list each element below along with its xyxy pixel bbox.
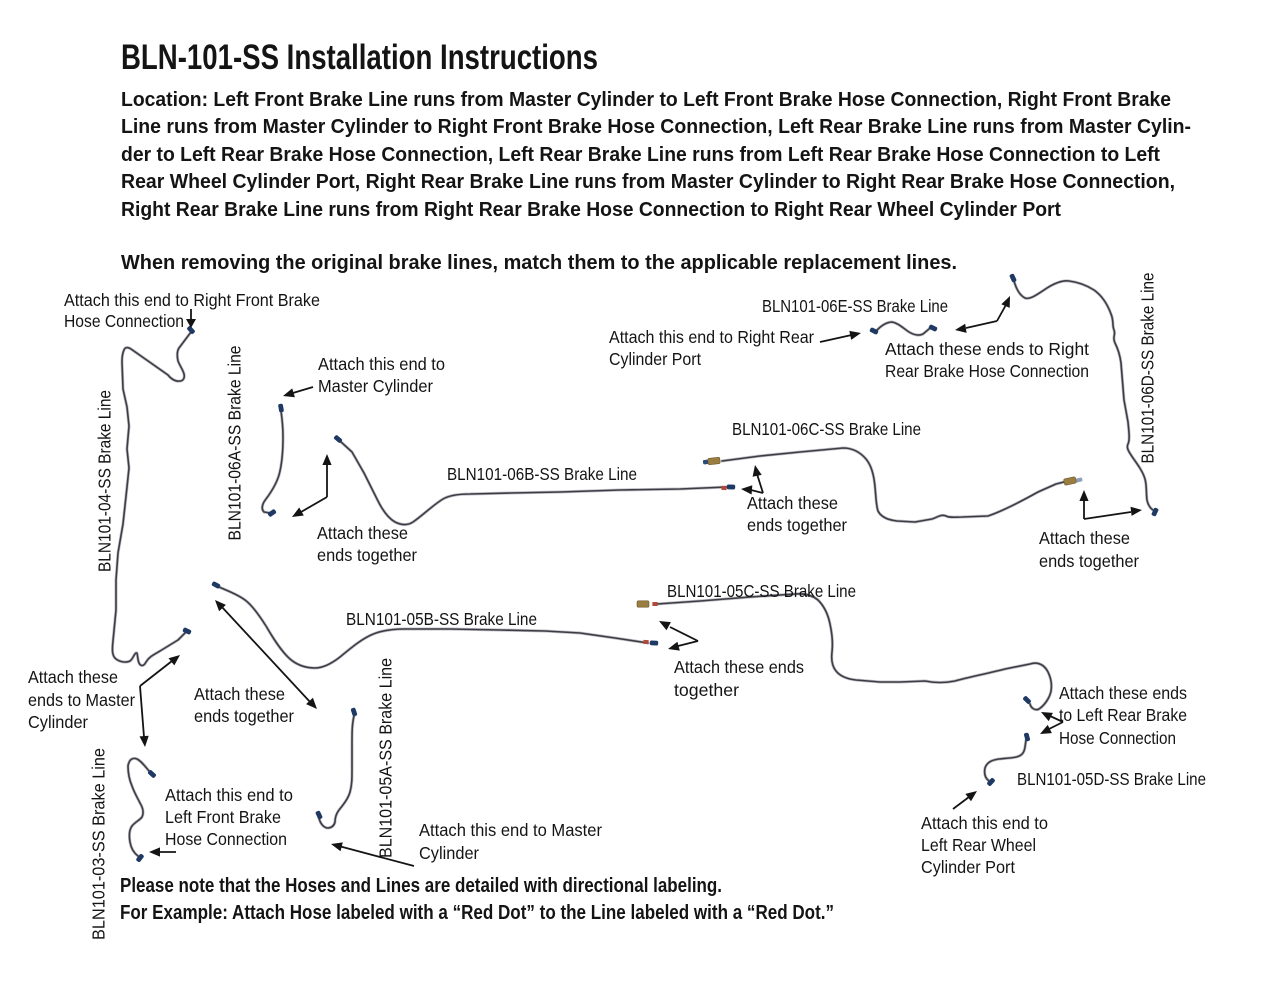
svg-text:ends together: ends together: [317, 545, 417, 565]
svg-text:Please note that the Hoses and: Please note that the Hoses and Lines are…: [120, 875, 722, 897]
svg-text:Hose Connection: Hose Connection: [165, 829, 287, 849]
svg-text:For Example: Attach Hose label: For Example: Attach Hose labeled with a …: [120, 902, 834, 924]
svg-text:Rear Brake Hose Connection: Rear Brake Hose Connection: [885, 361, 1089, 381]
svg-text:BLN101-05A-SS Brake Line: BLN101-05A-SS Brake Line: [376, 658, 396, 858]
svg-text:Line runs from Master Cylinder: Line runs from Master Cylinder to Right …: [121, 116, 1191, 138]
svg-text:ends to Master: ends to Master: [28, 690, 135, 710]
svg-text:Cylinder Port: Cylinder Port: [921, 857, 1015, 877]
svg-text:Attach this end to: Attach this end to: [318, 354, 445, 374]
svg-text:Attach these: Attach these: [1039, 528, 1130, 548]
svg-text:BLN101-06E-SS Brake Line: BLN101-06E-SS Brake Line: [762, 296, 948, 316]
svg-text:BLN101-03-SS Brake Line: BLN101-03-SS Brake Line: [89, 748, 109, 940]
svg-text:BLN101-05D-SS Brake Line: BLN101-05D-SS Brake Line: [1017, 769, 1206, 789]
svg-text:to Left Rear Brake: to Left Rear Brake: [1059, 705, 1187, 725]
svg-text:Cylinder: Cylinder: [419, 843, 479, 863]
svg-text:Right Rear Brake Line runs fro: Right Rear Brake Line runs from Right Re…: [121, 199, 1061, 221]
svg-text:Location: Left Front Brake Lin: Location: Left Front Brake Line runs fro…: [121, 89, 1171, 111]
svg-text:Attach this end to Master: Attach this end to Master: [419, 820, 602, 840]
svg-text:BLN101-05C-SS Brake Line: BLN101-05C-SS Brake Line: [667, 581, 856, 601]
svg-text:BLN101-05B-SS Brake Line: BLN101-05B-SS Brake Line: [346, 609, 537, 629]
svg-text:BLN101-06B-SS Brake Line: BLN101-06B-SS Brake Line: [447, 464, 637, 484]
svg-text:BLN101-06A-SS Brake Line: BLN101-06A-SS Brake Line: [225, 346, 245, 541]
svg-text:Attach these ends: Attach these ends: [674, 657, 804, 677]
svg-text:Left Rear Wheel: Left Rear Wheel: [921, 835, 1036, 855]
svg-text:Attach this end to: Attach this end to: [921, 813, 1048, 833]
svg-text:Attach these ends to Right: Attach these ends to Right: [885, 339, 1089, 359]
svg-text:Attach these ends: Attach these ends: [1059, 683, 1187, 703]
svg-text:Hose Connection: Hose Connection: [64, 311, 184, 331]
svg-text:ends together: ends together: [747, 515, 847, 535]
svg-text:BLN-101-SS Installation Instru: BLN-101-SS Installation Instructions: [121, 38, 598, 77]
svg-text:Cylinder Port: Cylinder Port: [609, 349, 701, 369]
svg-text:Rear Wheel Cylinder Port, Righ: Rear Wheel Cylinder Port, Right Rear Bra…: [121, 171, 1175, 193]
svg-text:Attach these: Attach these: [317, 523, 408, 543]
svg-text:together: together: [674, 680, 739, 700]
svg-text:ends together: ends together: [1039, 551, 1139, 571]
svg-text:BLN101-06C-SS Brake Line: BLN101-06C-SS Brake Line: [732, 419, 921, 439]
svg-text:Master Cylinder: Master Cylinder: [318, 376, 433, 396]
svg-text:Attach these: Attach these: [747, 493, 838, 513]
svg-text:Cylinder: Cylinder: [28, 712, 88, 732]
svg-text:Attach this end to Right Front: Attach this end to Right Front Brake: [64, 290, 320, 310]
svg-text:Attach these: Attach these: [194, 684, 285, 704]
svg-text:Attach these: Attach these: [28, 667, 118, 687]
svg-text:BLN101-04-SS Brake Line: BLN101-04-SS Brake Line: [95, 390, 115, 572]
svg-text:Attach this end to Right Rear: Attach this end to Right Rear: [609, 327, 814, 347]
svg-text:BLN101-06D-SS Brake Line: BLN101-06D-SS Brake Line: [1138, 273, 1158, 464]
svg-text:Left Front Brake: Left Front Brake: [165, 807, 281, 827]
svg-text:ends together: ends together: [194, 706, 294, 726]
svg-text:Hose Connection: Hose Connection: [1059, 728, 1176, 748]
svg-text:Attach this end to: Attach this end to: [165, 785, 293, 805]
svg-text:When removing the original bra: When removing the original brake lines, …: [121, 252, 957, 274]
svg-text:der to Left Rear Brake Hose Co: der to Left Rear Brake Hose Connection, …: [121, 144, 1160, 166]
